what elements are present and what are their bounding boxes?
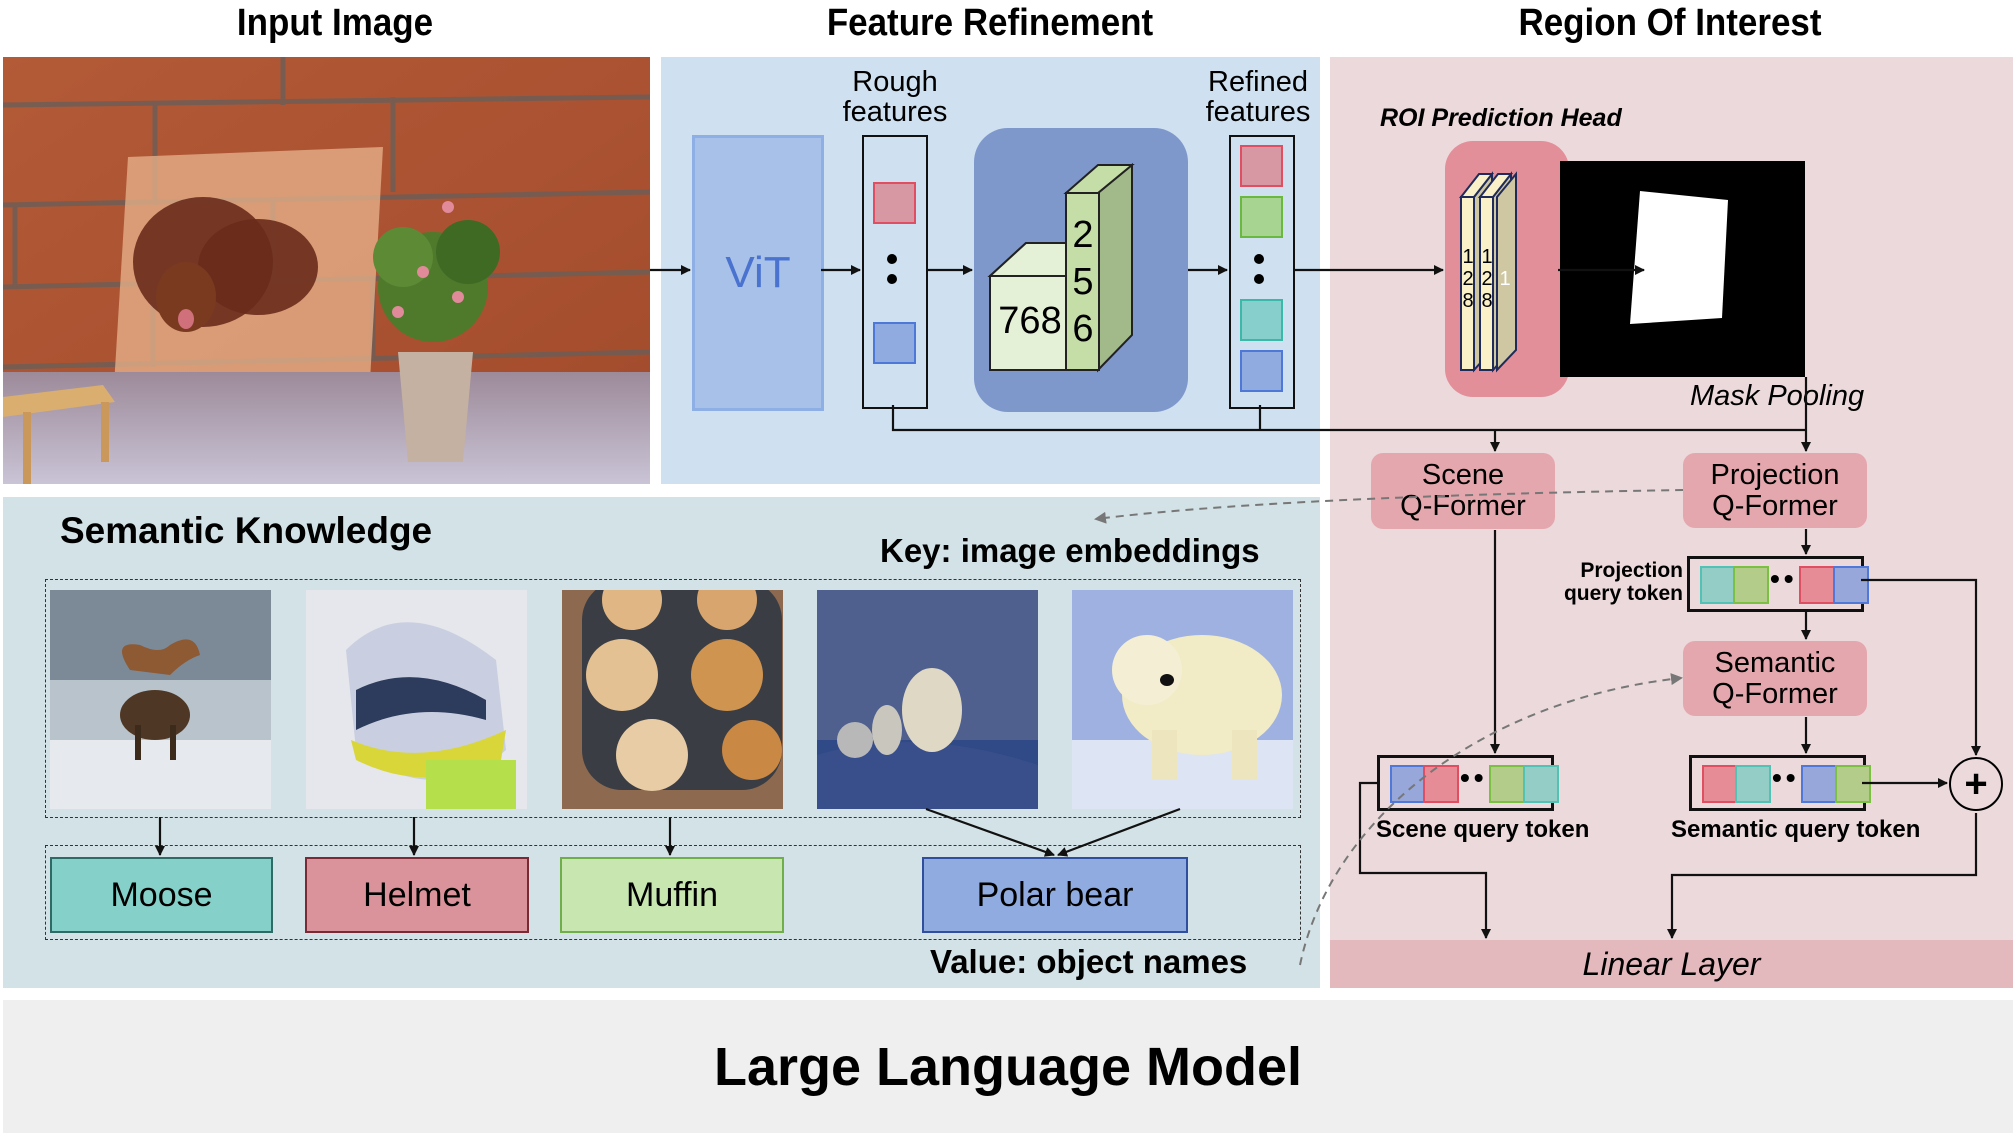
- token-teal: [1735, 765, 1771, 803]
- token-teal: [1700, 566, 1736, 604]
- mask-pooling-label: Mask Pooling: [1690, 380, 1865, 412]
- add-icon: +: [1949, 757, 2003, 811]
- vit-block: ViT: [692, 135, 824, 411]
- polar-bear-photo: [817, 590, 1038, 809]
- roi-layer3-dimension: 1: [1499, 268, 1511, 290]
- feature-token-teal: [1240, 299, 1283, 341]
- feature-token-green: [1240, 196, 1283, 238]
- ellipsis-dot: [887, 254, 897, 264]
- value-muffin: Muffin: [560, 857, 784, 933]
- ellipsis-dot: [1254, 274, 1264, 284]
- feature-token-blue: [873, 322, 916, 364]
- roi-mask: [1560, 161, 1805, 377]
- cube-side-dimension: 2 5 6: [1072, 214, 1094, 350]
- feature-token-red: [873, 182, 916, 224]
- token-green: [1489, 765, 1525, 803]
- token-teal: [1523, 765, 1559, 803]
- region-of-interest-title: Region Of Interest: [1518, 2, 1822, 44]
- refined-features-vector: [1229, 135, 1295, 409]
- ellipsis: ••: [1460, 762, 1488, 793]
- muffin-photo: [562, 590, 783, 809]
- roi-prediction-head-label: ROI Prediction Head: [1380, 104, 1622, 132]
- ellipsis-dot: [1254, 254, 1264, 264]
- feature-token-red: [1240, 145, 1283, 187]
- polar-bear-photo-2: [1072, 590, 1293, 809]
- refined-features-label: Refined features: [1205, 66, 1311, 128]
- token-blue: [1390, 765, 1426, 803]
- token-green: [1733, 566, 1769, 604]
- feature-refinement-title: Feature Refinement: [826, 2, 1154, 44]
- token-red: [1423, 765, 1459, 803]
- helmet-photo: [306, 590, 527, 809]
- value-helmet: Helmet: [305, 857, 529, 933]
- feature-token-blue: [1240, 350, 1283, 392]
- semantic-knowledge-title: Semantic Knowledge: [60, 510, 433, 551]
- semantic-query-token: ••: [1689, 755, 1871, 811]
- large-language-model: Large Language Model: [3, 1000, 2013, 1133]
- rough-features-label: Rough features: [842, 66, 948, 128]
- cube-front-dimension: 768: [998, 300, 1062, 342]
- ellipsis: ••: [1772, 762, 1800, 793]
- input-image: [3, 57, 650, 484]
- ellipsis-dot: [887, 274, 897, 284]
- value-polar-bear: Polar bear: [922, 857, 1188, 933]
- value-label: Value: object names: [930, 943, 1248, 980]
- ellipsis: ••: [1770, 563, 1798, 594]
- key-label: Key: image embeddings: [880, 532, 1260, 569]
- input-image-title: Input Image: [236, 2, 434, 44]
- value-moose: Moose: [50, 857, 273, 933]
- token-blue: [1801, 765, 1837, 803]
- token-red: [1702, 765, 1738, 803]
- semantic-query-token-label: Semantic query token: [1671, 816, 1921, 843]
- projection-query-token: ••: [1687, 556, 1869, 612]
- token-blue: [1833, 566, 1869, 604]
- token-red: [1799, 566, 1835, 604]
- moose-photo: [50, 590, 271, 809]
- rough-features-vector: [862, 135, 928, 409]
- scene-query-token-label: Scene query token: [1376, 816, 1590, 843]
- token-green: [1835, 765, 1871, 803]
- linear-layer: Linear Layer: [1330, 940, 2013, 988]
- scene-query-token: ••: [1377, 755, 1559, 811]
